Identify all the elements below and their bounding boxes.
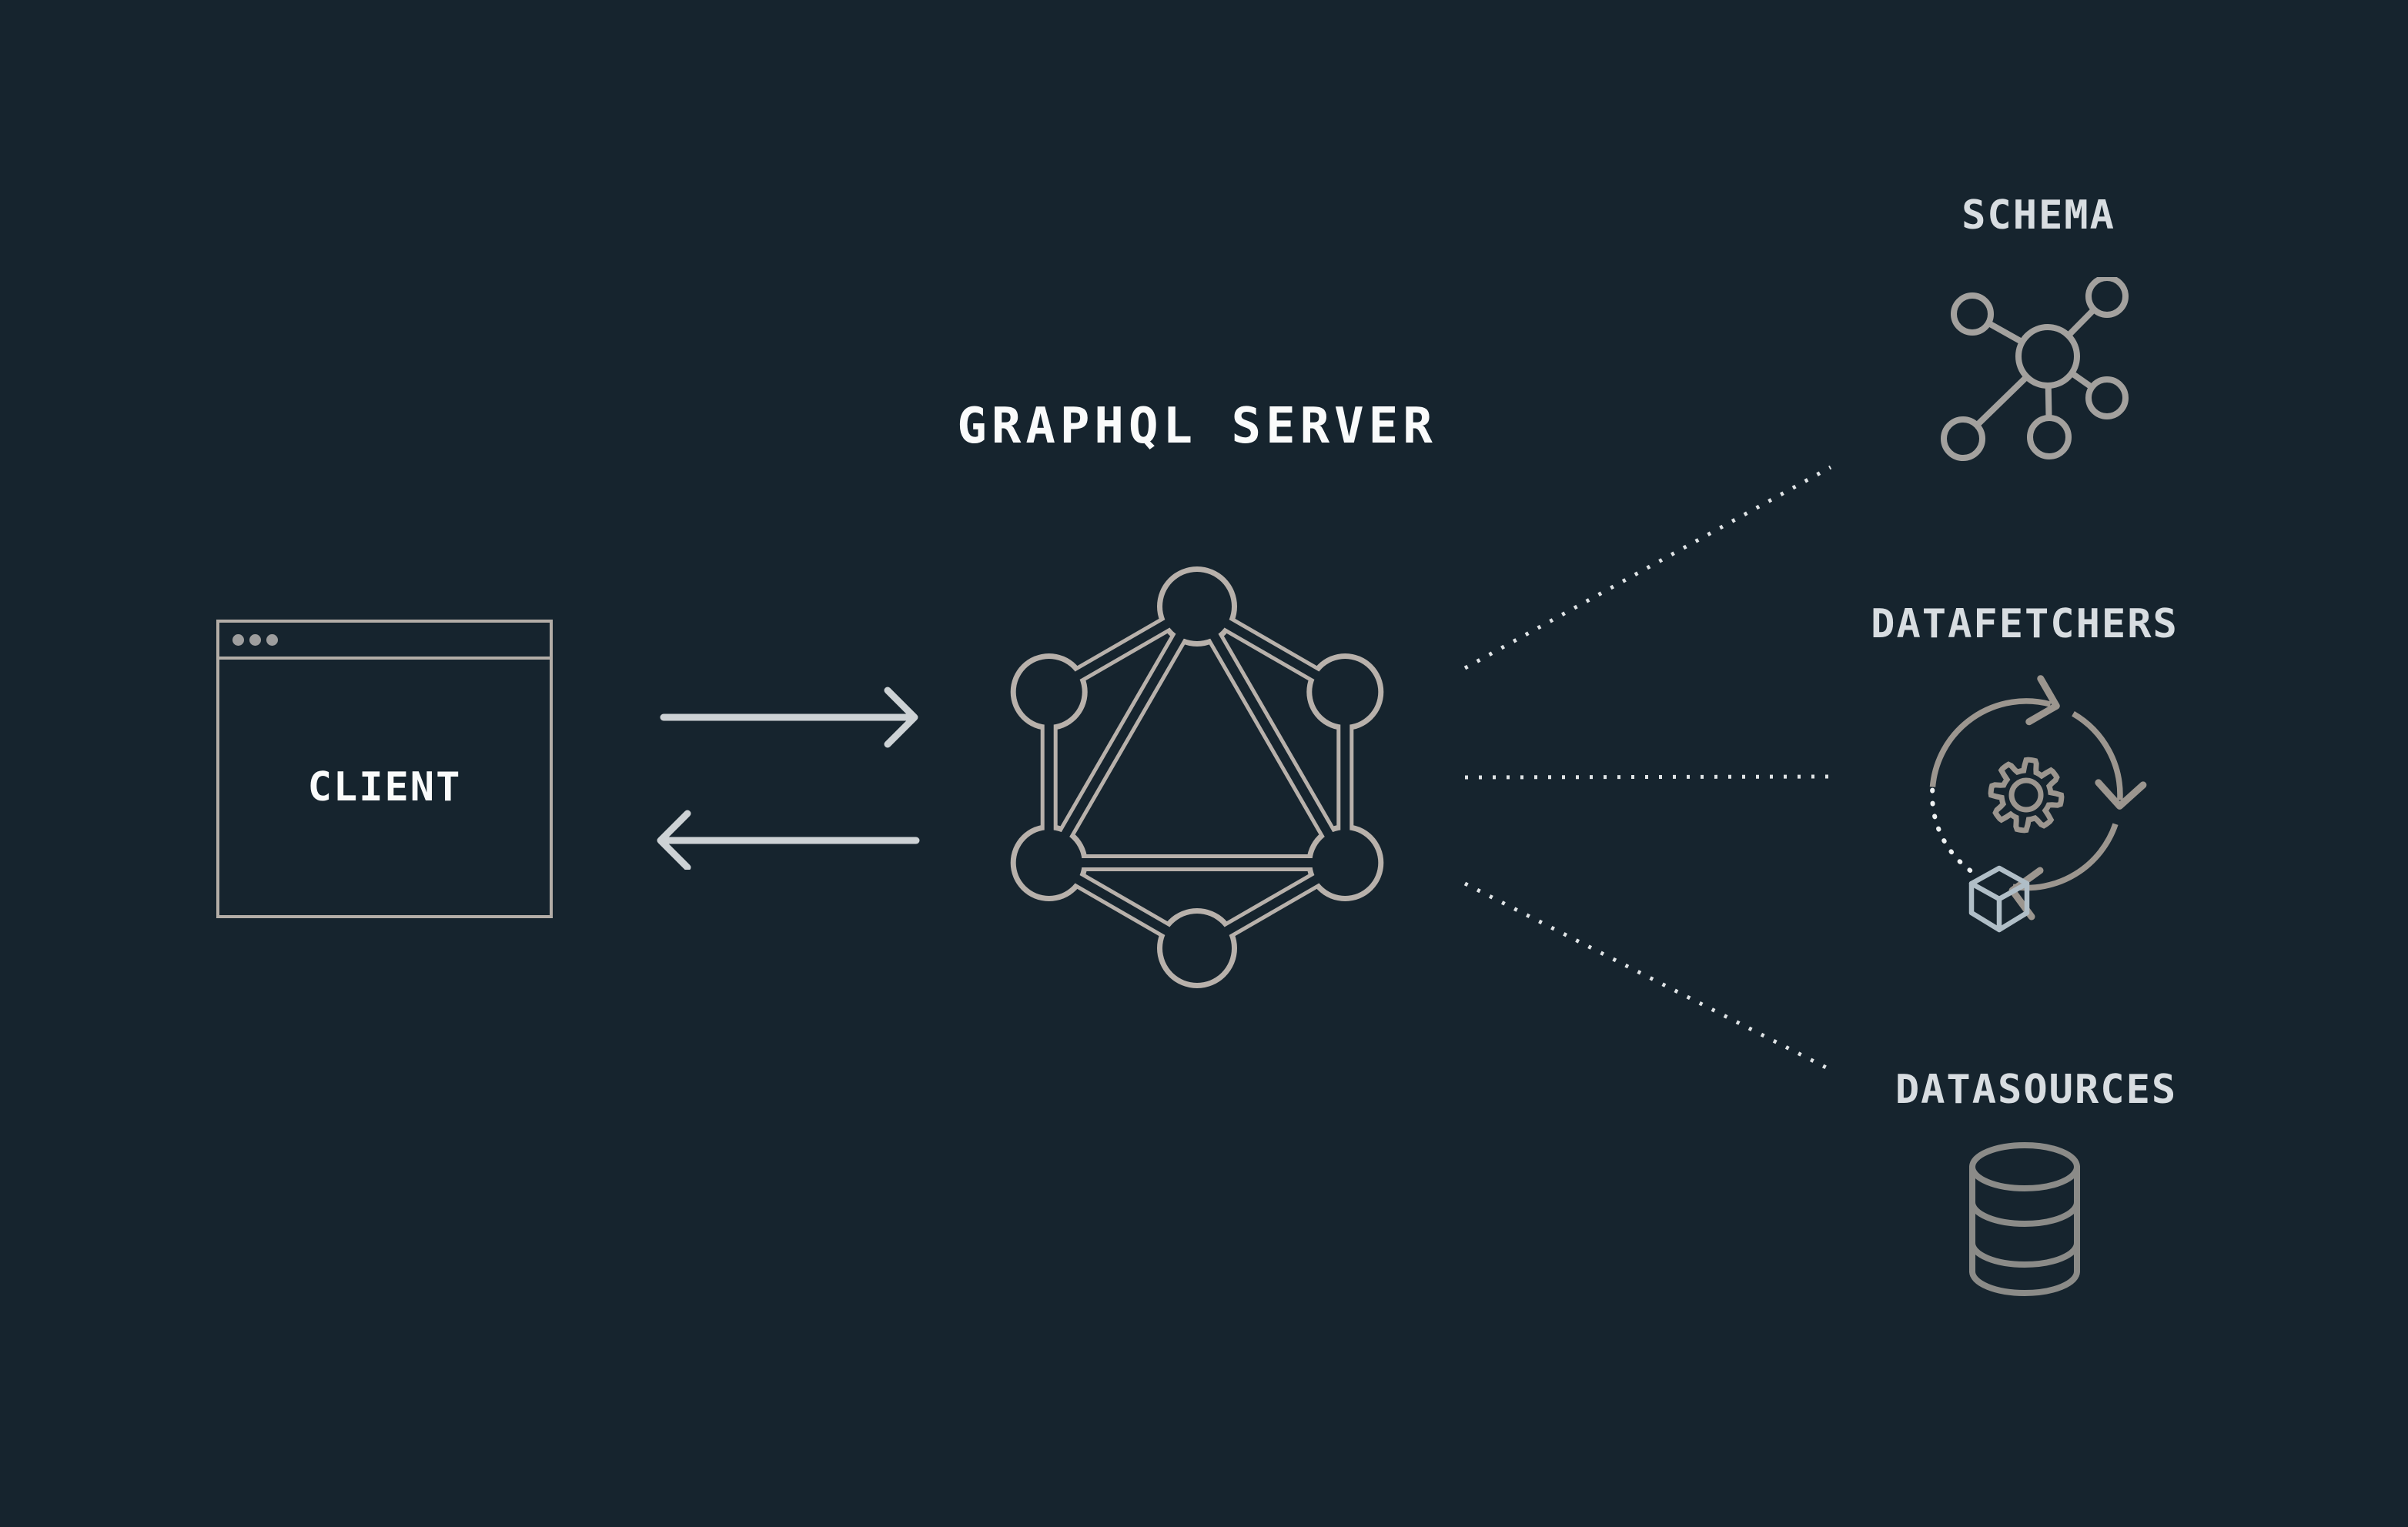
response-arrow-icon: [657, 810, 920, 870]
datasources-label: DATASOURCES: [1895, 1067, 2178, 1113]
dotted-connector-schema: [1463, 465, 1832, 670]
client-label: CLIENT: [307, 764, 462, 810]
cycle-arrows-icon: [1929, 675, 2147, 921]
window-dot-icon: [249, 633, 261, 646]
browser-titlebar: [219, 623, 550, 660]
window-dot-icon: [232, 633, 244, 646]
datafetchers-cycle-icon: [1929, 675, 2147, 933]
graphql-logo-inner: [1015, 572, 1379, 983]
request-response-arrows: [657, 687, 920, 870]
request-arrow-icon: [660, 687, 918, 748]
dotted-connector-datasources: [1463, 881, 1832, 1072]
dotted-connectors: [1463, 465, 1832, 1072]
cube-icon: [1968, 865, 2030, 933]
graphql-logo-icon: [1010, 566, 1384, 988]
graphql-server-label: GRAPHQL SERVER: [957, 398, 1437, 455]
window-dot-icon: [266, 633, 278, 646]
gear-icon: [1988, 757, 2065, 834]
schema-label: SCHEMA: [1962, 192, 2115, 239]
client-browser-window: CLIENT: [216, 620, 553, 918]
schema-graph-icon: [1941, 277, 2129, 461]
browser-content-area: CLIENT: [219, 660, 550, 915]
datafetchers-label: DATAFETCHERS: [1871, 601, 2179, 647]
database-icon: [1969, 1142, 2080, 1296]
